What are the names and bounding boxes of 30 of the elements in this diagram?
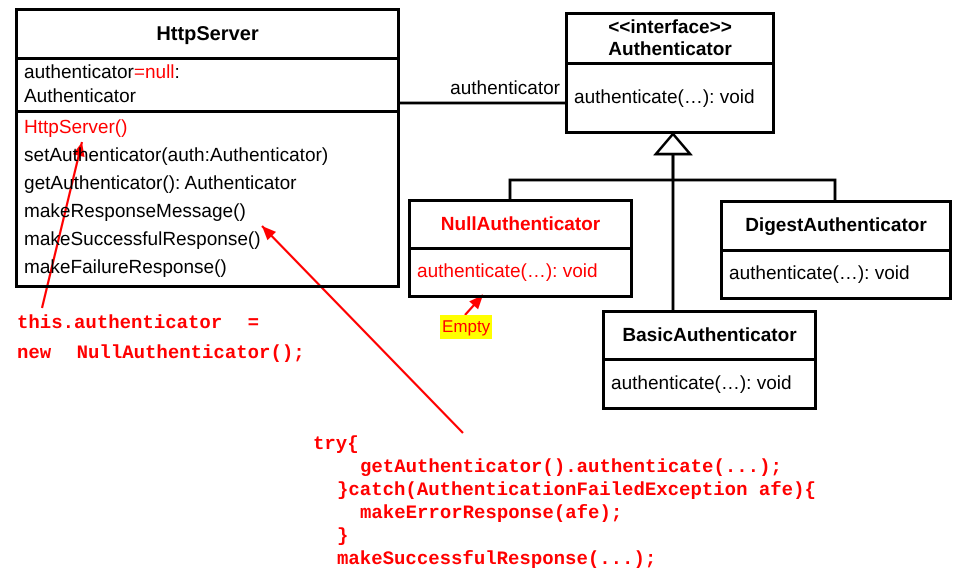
attribute-text: authenticator=null: Authenticator xyxy=(24,61,180,109)
code-note: this.authenticator = new NullAuthenticator(); xyxy=(17,308,312,368)
code-line: } xyxy=(337,525,348,547)
code-line: getAuthenticator().authenticate(...); xyxy=(360,456,782,478)
leader-arrow xyxy=(40,142,85,308)
code-line: try{ xyxy=(313,433,359,455)
method-text: HttpServer() xyxy=(24,114,128,142)
association-line xyxy=(400,102,565,104)
leader-arrow xyxy=(261,225,464,434)
highlighted-note: Empty xyxy=(440,315,492,339)
code-line: makeErrorResponse(afe); xyxy=(360,502,622,524)
method-compartment: authenticate(…): void xyxy=(723,249,949,297)
class-box xyxy=(408,199,633,298)
code-line: makeSuccessfulResponse(...); xyxy=(337,548,656,570)
code-line: }catch(AuthenticationFailedException afe){ xyxy=(337,479,816,501)
method-compartment: authenticate(…): void xyxy=(605,358,814,407)
class-box xyxy=(720,200,952,300)
class-name: BasicAuthenticator xyxy=(622,324,797,348)
method-compartment: authenticate(…): void xyxy=(568,62,772,131)
method-compartment: authenticate(…): void xyxy=(411,247,630,295)
class-box xyxy=(15,8,400,288)
class-name: DigestAuthenticator xyxy=(745,214,927,238)
leader-arrow xyxy=(464,294,484,316)
class-name: NullAuthenticator xyxy=(440,212,600,236)
class-box xyxy=(602,310,817,410)
class-box xyxy=(565,12,775,134)
inheritance-arrow xyxy=(654,132,692,310)
class-name: Authenticator xyxy=(608,38,732,60)
stereotype-label: <<interface>> xyxy=(608,16,732,38)
class-name: HttpServer xyxy=(156,22,259,46)
